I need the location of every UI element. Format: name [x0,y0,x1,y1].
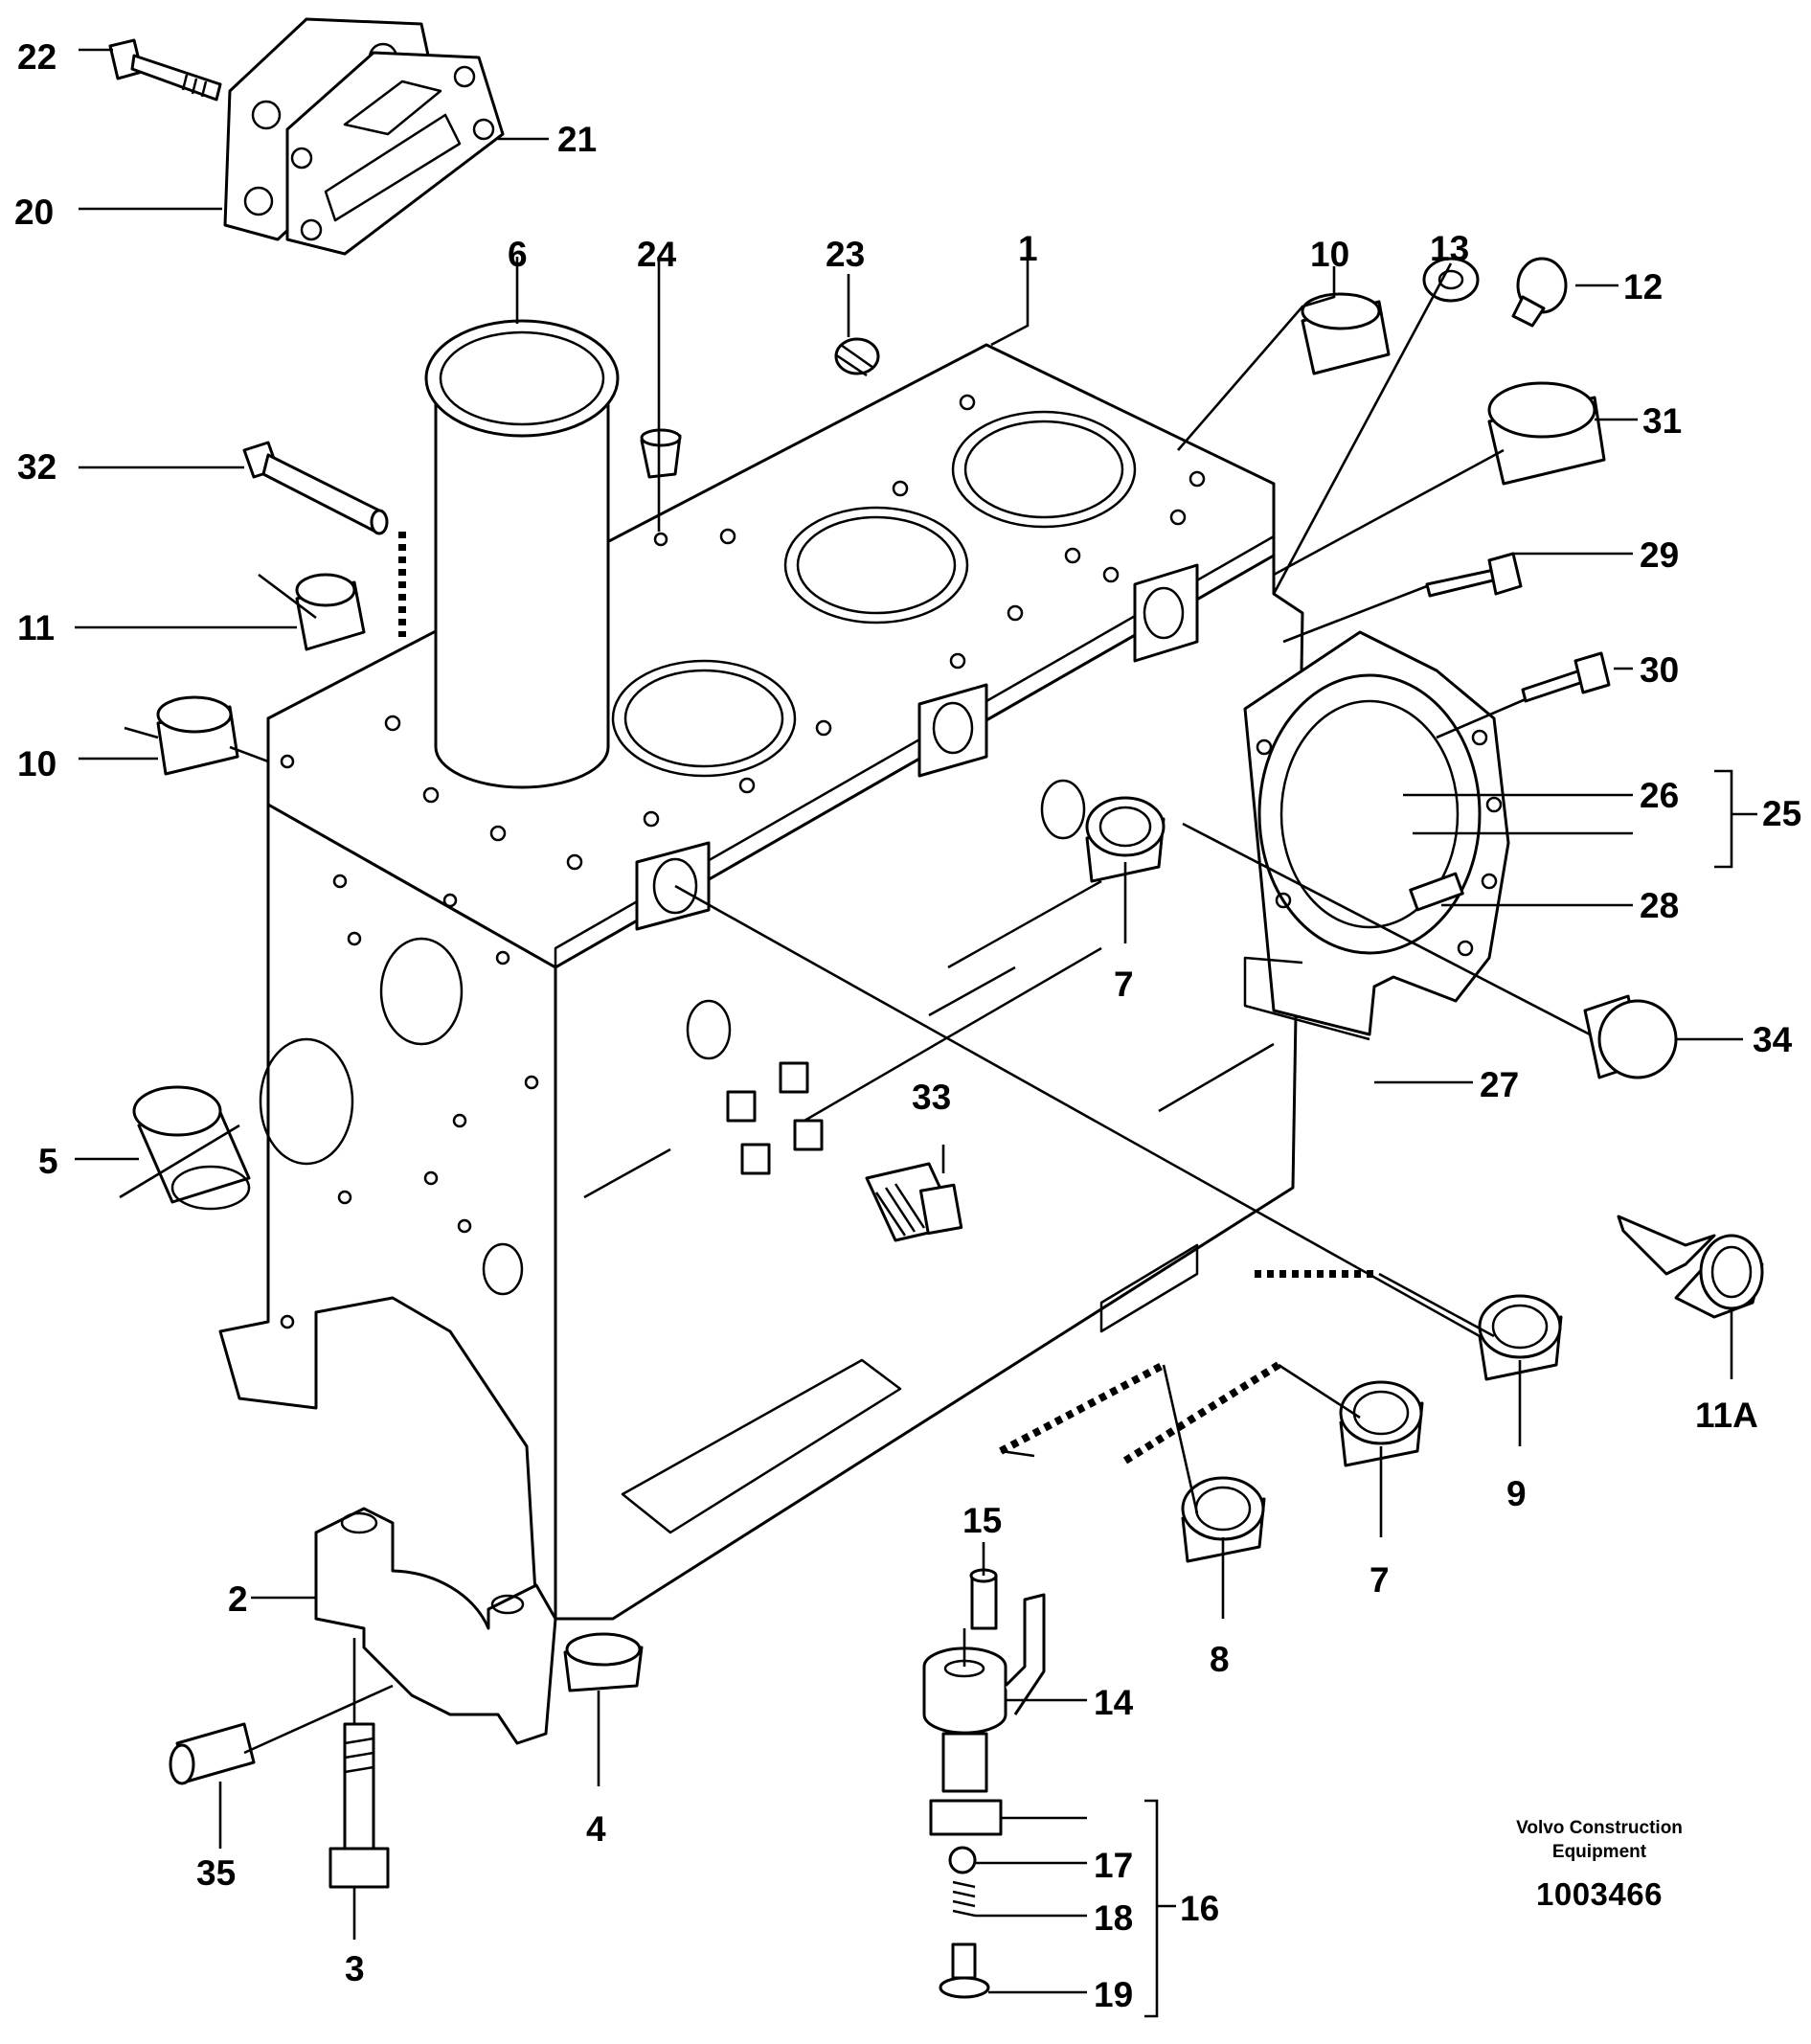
illustration-number: 1003466 [1536,1876,1663,1912]
callout-1: 1 [1018,229,1038,268]
callout-34: 34 [1753,1020,1793,1059]
bushing-5 [132,1085,251,1211]
bearing-shell-7-upper [1085,796,1166,883]
callout-15: 15 [962,1501,1002,1540]
bolt-29 [1425,552,1523,598]
plug-23 [834,337,880,377]
callout-10-top: 10 [1310,235,1349,274]
callout-29: 29 [1640,535,1679,575]
plug-24 [640,428,682,547]
callout-31: 31 [1642,401,1682,441]
callout-27: 27 [1480,1065,1519,1104]
callout-7-lower: 7 [1370,1560,1390,1600]
leader-lines [75,48,1757,2018]
cover-plate-and-gasket [223,17,505,256]
bolt-22 [108,38,222,102]
callout-labels: 22 21 20 6 24 23 1 10 13 12 31 32 29 11 … [14,37,1801,2014]
cylinder-block [218,343,1304,1621]
rear-cover-assembly [1243,630,1510,1041]
expansion-plug-11 [295,573,366,651]
plug-34 [1583,994,1678,1079]
expansion-plug-10-left [156,695,239,776]
callout-21: 21 [557,120,597,159]
pin-35 [169,1722,256,1785]
bolt-3 [328,1722,390,1889]
brand-block: Volvo Construction Equipment 1003466 [1437,1816,1762,1916]
callout-25: 25 [1762,794,1801,833]
callout-32: 32 [17,447,57,487]
bearing-shell-9 [1478,1294,1563,1381]
cylinder-liner [424,319,620,789]
callout-20: 20 [14,193,54,232]
callout-4: 4 [586,1809,606,1849]
callout-26: 26 [1640,776,1679,815]
callout-11: 11 [17,608,55,647]
callout-18: 18 [1094,1898,1133,1938]
bolt-30 [1521,651,1611,703]
callout-8: 8 [1210,1640,1230,1679]
callout-24: 24 [637,235,677,274]
callout-6: 6 [508,235,528,274]
callout-2: 2 [228,1579,248,1619]
brand-line-2: Equipment [1551,1842,1647,1862]
callout-10-left: 10 [17,744,57,784]
callout-19: 19 [1094,1975,1133,2014]
pipe-32 [242,441,389,535]
thrust-washer-11A [1617,1215,1764,1319]
pin-15 [969,1568,998,1630]
callout-35: 35 [196,1853,236,1893]
callout-17: 17 [1094,1846,1133,1885]
relief-valve-16 [929,1732,1003,1999]
callout-7-upper: 7 [1114,965,1134,1004]
nozzle-14 [922,1593,1046,1735]
callout-3: 3 [345,1949,365,1988]
callout-9: 9 [1506,1474,1527,1513]
plug-12 [1511,257,1568,328]
seal-4 [563,1632,644,1692]
callout-5: 5 [38,1142,58,1181]
callout-33: 33 [912,1078,951,1117]
callout-13: 13 [1430,229,1469,268]
brand-line-1: Volvo Construction [1516,1818,1683,1838]
callout-12: 12 [1623,267,1663,307]
callout-16: 16 [1180,1889,1219,1928]
callout-30: 30 [1640,650,1679,690]
main-bearing-cap-2 [314,1507,557,1745]
bearing-shell-8 [1181,1476,1266,1563]
callout-28: 28 [1640,886,1679,925]
expansion-plug-10-right [1301,292,1391,375]
callout-23: 23 [826,235,865,274]
cap-31 [1487,381,1606,486]
callout-11A: 11A [1695,1396,1758,1435]
callout-14: 14 [1094,1683,1134,1722]
plug-33 [865,1162,963,1242]
callout-22: 22 [17,37,57,77]
